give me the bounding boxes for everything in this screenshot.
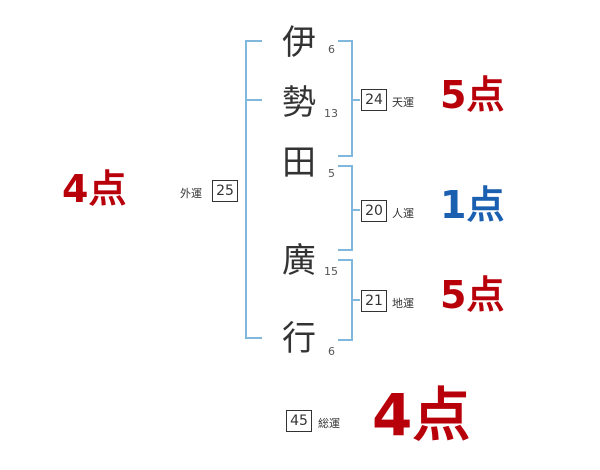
name-char-5: 行 [282,319,316,359]
name-char-1: 伊 [282,23,316,63]
name-char-2: 勢 [282,83,316,123]
stroke-count-3: 5 [328,167,335,180]
outer-bracket [245,40,262,339]
gaikaku-value: 25 [212,180,238,202]
chikaku-score: 5点 [440,273,505,317]
tenkaku-bracket [338,40,360,157]
chikaku-bracket [338,259,360,341]
jinkaku-label: 人運 [392,207,414,220]
stroke-count-5: 6 [328,345,335,358]
soukaku-value: 45 [286,410,312,432]
chikaku-value: 21 [361,290,387,312]
soukaku-label: 総運 [318,417,340,430]
gaikaku-score: 4点 [62,167,127,211]
tenkaku-score: 5点 [440,73,505,117]
jinkaku-bracket [338,165,360,251]
name-char-4: 廣 [282,241,316,281]
name-char-3: 田 [282,143,316,183]
jinkaku-value: 20 [361,200,387,222]
stroke-count-1: 6 [328,43,335,56]
soukaku-score: 4点 [372,381,471,449]
chikaku-label: 地運 [392,297,414,310]
tenkaku-value: 24 [361,89,387,111]
tenkaku-label: 天運 [392,96,414,109]
stroke-count-2: 13 [324,107,338,120]
gaikaku-label: 外運 [180,187,202,200]
stroke-count-4: 15 [324,265,338,278]
jinkaku-score: 1点 [440,183,505,227]
